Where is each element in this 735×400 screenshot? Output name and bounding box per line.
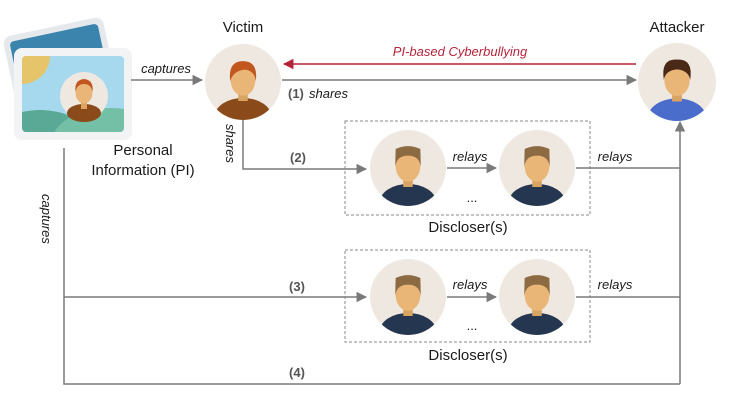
edge-label-cyberbullying: PI-based Cyberbullying [393, 44, 528, 59]
victim-label: Victim [223, 19, 264, 36]
discloser-group-1-label: Discloser(s) [428, 219, 507, 236]
edge-label-4: (4) [289, 365, 305, 380]
discloser-2a-avatar [370, 259, 446, 335]
discloser-1-ellipsis: ... [467, 190, 478, 205]
discloser-2b-avatar [499, 259, 575, 335]
edge-label-shares: shares [309, 86, 349, 101]
edge-path-2 [242, 120, 368, 175]
pi-label-line2: Information (PI) [91, 162, 194, 179]
edge-path-4 [63, 148, 680, 385]
discloser-1b-avatar [499, 130, 575, 206]
edge-label-victim-shares-vertical: shares [223, 124, 238, 164]
edge-label-3: (3) [289, 279, 305, 294]
attacker-avatar [638, 43, 716, 121]
edge-label-captures: captures [141, 61, 191, 76]
relay-2-inner-label: relays [453, 277, 488, 292]
edge-label-2: (2) [290, 150, 306, 165]
discloser-2-ellipsis: ... [467, 318, 478, 333]
edge-label-1: (1) [288, 86, 304, 101]
discloser-1a-avatar [370, 130, 446, 206]
victim-avatar [205, 44, 281, 120]
pi-label-line1: Personal [113, 142, 172, 159]
discloser-group-2-label: Discloser(s) [428, 347, 507, 364]
edge-label-pi-captures-vertical: captures [39, 194, 54, 244]
pi-avatar [60, 72, 108, 122]
relay-2-outer-label: relays [598, 277, 633, 292]
attacker-label: Attacker [649, 19, 704, 36]
relay-1-inner-label: relays [453, 149, 488, 164]
personal-information-icon [3, 17, 132, 140]
relay-1-outer-label: relays [598, 149, 633, 164]
discloser-group-2-box [344, 249, 591, 343]
